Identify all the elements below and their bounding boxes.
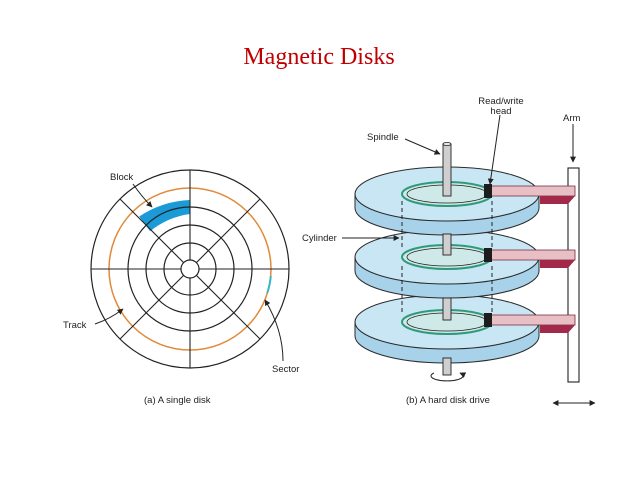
arm-post	[567, 167, 580, 383]
page-title: Magnetic Disks	[243, 44, 395, 70]
cylinder-dashes	[401, 201, 493, 315]
hard-disk-drive-figure: Spindle Read/write head Arm Cylinder (b)…	[302, 96, 596, 406]
platter-3	[354, 294, 540, 364]
arm-label: Arm	[563, 113, 581, 124]
rw-head-label-line2: head	[490, 106, 511, 117]
spindle-label: Spindle	[367, 132, 399, 143]
sector-leader	[264, 299, 284, 362]
sector-highlight	[266, 275, 272, 294]
single-disk-figure: Block Track Sector (a) A single disk	[63, 169, 299, 406]
caption-single-disk: (a) A single disk	[144, 395, 211, 406]
read-write-arm-3	[484, 313, 576, 333]
platter-2	[354, 229, 540, 299]
block-leader	[132, 183, 153, 208]
sector-lines	[91, 170, 289, 368]
block-label: Block	[110, 172, 133, 183]
track-leader	[94, 308, 124, 325]
cylinder-label: Cylinder	[302, 233, 337, 244]
caption-hard-disk-drive: (b) A hard disk drive	[406, 395, 490, 406]
rotation-arrow-icon	[430, 372, 467, 382]
spindle	[442, 141, 452, 376]
rw-head-label-line1: Read/write	[478, 96, 523, 107]
spindle-hole	[180, 259, 200, 279]
rw-head-leader	[487, 114, 501, 185]
spindle-leader	[404, 138, 441, 155]
read-write-arm-2	[484, 248, 576, 268]
track-label: Track	[63, 320, 87, 331]
read-write-arm-1	[484, 184, 576, 204]
sector-label: Sector	[272, 364, 299, 375]
